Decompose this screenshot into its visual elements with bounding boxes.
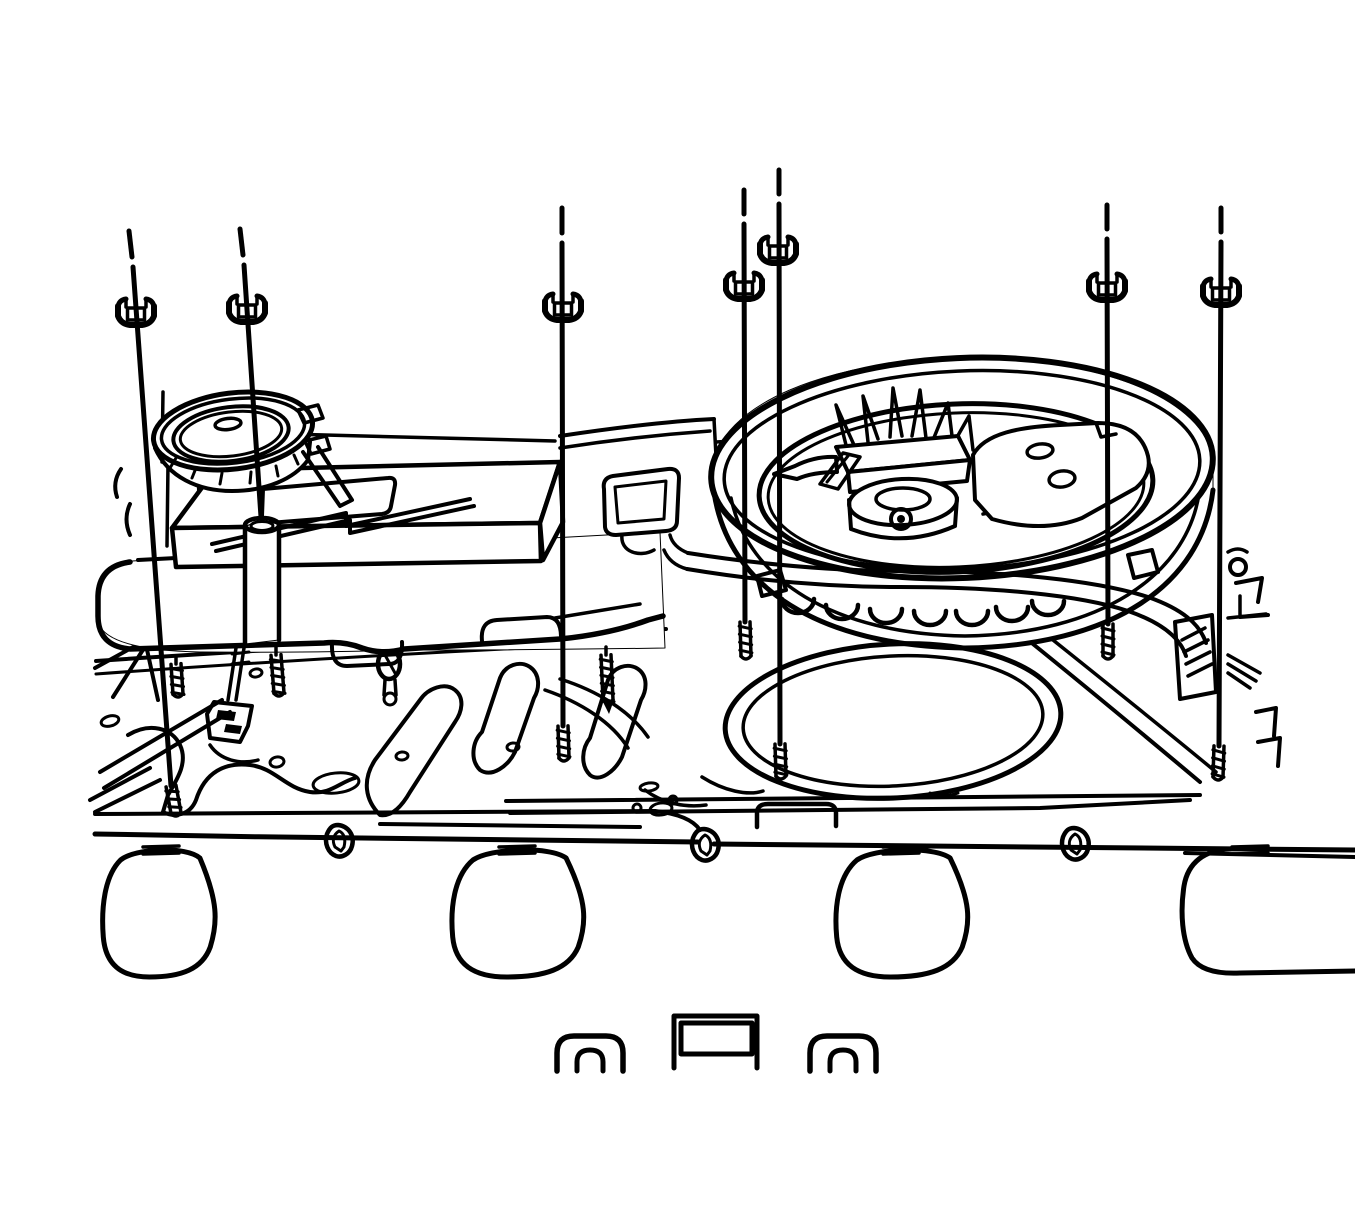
bolt-hex-nut (723, 270, 765, 302)
panel-hole-9 (648, 801, 674, 817)
shelf-slots (364, 661, 648, 818)
panel-hole-3 (268, 755, 286, 769)
seat-opening-tab (497, 844, 537, 856)
retainer-clip-2 (689, 826, 721, 863)
bolt-dash (237, 226, 246, 258)
seat-opening-2 (449, 844, 587, 980)
mount-pad (754, 801, 839, 830)
panel-hole-5 (505, 741, 521, 753)
panel-hole-6 (311, 771, 361, 795)
bolt-3 (542, 205, 584, 763)
stud-left-a (168, 654, 186, 699)
seat-opening-4 (1179, 844, 1355, 976)
bolt-7 (1200, 205, 1242, 782)
right-side-details (1226, 547, 1282, 768)
retainer-clips (323, 822, 1091, 863)
bolt-threads (555, 724, 572, 763)
headrest-icon-1 (554, 1033, 626, 1074)
speaker-mount-ear-2 (303, 434, 332, 456)
speaker-support-strut (301, 445, 354, 508)
bolt-1 (115, 228, 183, 818)
bolt-shaft (741, 221, 748, 625)
speaker-basket-ticks (168, 453, 300, 486)
bolt-threads (164, 783, 183, 818)
shelf-crease-right-2 (1046, 634, 1218, 774)
bolt-hex-nut (757, 234, 799, 266)
tray-front-lip (95, 559, 666, 655)
bolt-threads (772, 742, 789, 781)
display-panel-icon (671, 1013, 760, 1071)
bolt-shaft (1104, 236, 1111, 627)
subwoofer-opening-outer (722, 641, 1064, 801)
subwoofer-flange-ear-left (755, 568, 788, 598)
subwoofer-speaker (708, 354, 1216, 651)
tray-tab (479, 615, 563, 643)
bolt-shaft (776, 201, 783, 747)
retainer-clip-1 (323, 822, 355, 859)
frame-plate-hole-1 (1025, 442, 1055, 460)
seat-back-openings (100, 844, 1355, 980)
panel-hole-2 (248, 667, 264, 679)
bolt-hex-nut (1200, 276, 1242, 308)
seat-opening-tab (141, 844, 181, 856)
seat-opening-1 (100, 844, 218, 980)
bolt-5 (757, 167, 799, 781)
bolt-shaft (130, 264, 174, 789)
panel-holes (99, 667, 679, 817)
shelf-front-edge (92, 809, 1355, 859)
frame-plate-hole-2 (1047, 469, 1077, 489)
seat-opening-tab (1230, 844, 1270, 856)
mounting-boss-cylinder (242, 515, 282, 647)
subwoofer-pole-hole (889, 507, 913, 531)
bolt-threads (1100, 622, 1116, 661)
subwoofer-outer-rim (708, 354, 1216, 582)
panel-hole-10 (667, 794, 679, 806)
seat-opening-3 (833, 844, 971, 980)
oval-speaker (150, 389, 354, 508)
panel-hole-4 (394, 750, 410, 762)
stud-left-c (268, 645, 287, 698)
subwoofer-frame-plate (971, 421, 1151, 528)
panel-hole-1 (99, 714, 121, 728)
stud-center-pointed (598, 645, 616, 714)
bolt-4 (723, 187, 765, 661)
harness-grommet (375, 646, 403, 707)
panel-hole-7 (638, 781, 660, 793)
subwoofer-opening-inner (741, 653, 1045, 789)
subwoofer-flange-scallops (779, 596, 1067, 628)
legend-icons (554, 1013, 879, 1074)
ring-bracket (558, 417, 759, 556)
bolt-shaft (1216, 239, 1224, 749)
right-bracket-hatched (1173, 613, 1218, 701)
seat-opening-tab (881, 844, 921, 856)
bolt-hex-nut (115, 296, 157, 328)
shelf-crease-right (1026, 638, 1202, 784)
panel-hole-8 (631, 802, 643, 814)
wiring-harness-channel (662, 533, 1208, 658)
bolt-dash (126, 228, 135, 260)
bolt-shaft (241, 262, 264, 520)
bolt-6 (1086, 202, 1128, 661)
tray-handle-dip (329, 640, 405, 668)
bolt-hex-nut (542, 291, 584, 323)
stud-left-b (226, 646, 251, 702)
speaker-bracket-box (205, 700, 254, 744)
bolt-hex-nut (1086, 271, 1128, 303)
subwoofer-flange-ear-right (1126, 548, 1160, 580)
speaker-mount-ear (296, 403, 325, 425)
retainer-clip-3 (1059, 825, 1091, 862)
speaker-center-tab (213, 416, 243, 432)
panel-studs (168, 645, 616, 714)
bolt-2 (226, 226, 268, 520)
shelf-front-features (92, 547, 1355, 859)
bolt-shaft (559, 240, 566, 729)
mounting-bolts (115, 167, 1242, 818)
bolt-threads (737, 620, 754, 661)
rear-shelf-panel (88, 613, 1270, 818)
bolt-hex-nut (226, 293, 268, 325)
headrest-icon-2 (807, 1033, 879, 1074)
bolt-threads (1210, 744, 1227, 782)
shelf-reinforcement-bar (504, 793, 1202, 803)
